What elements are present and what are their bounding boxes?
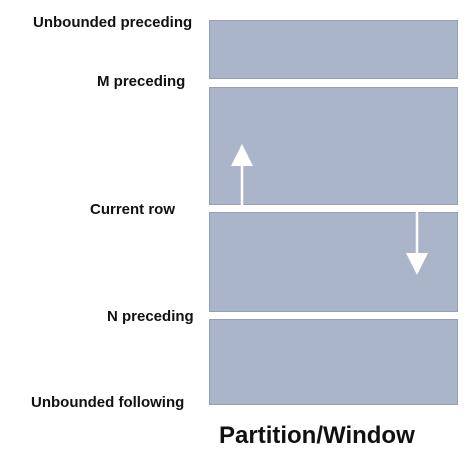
label-current-row: Current row [90, 201, 176, 218]
label-m-preceding: M preceding [97, 73, 186, 90]
label-unbounded-following: Unbounded following [31, 394, 185, 411]
partition-block-top [209, 20, 458, 79]
partition-block-upper-window [209, 87, 458, 205]
label-n-preceding: N preceding [107, 308, 194, 325]
diagram-caption: Partition/Window [219, 422, 415, 449]
partition-block-lower-window [209, 212, 458, 312]
partition-block-bottom [209, 319, 458, 405]
label-unbounded-preceding: Unbounded preceding [33, 14, 193, 31]
